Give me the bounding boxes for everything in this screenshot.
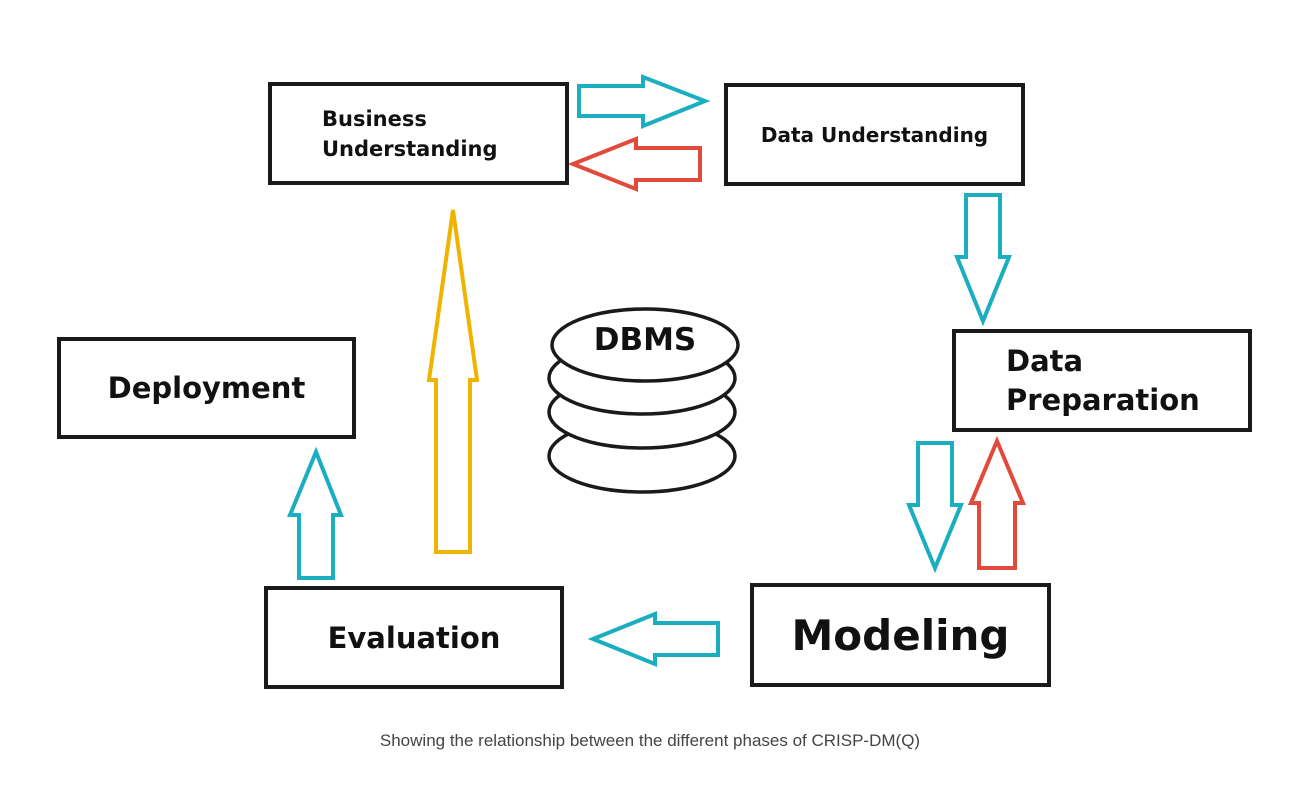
phase-data-understanding: Data Understanding — [724, 83, 1025, 186]
phase-label: Evaluation — [327, 620, 501, 655]
arrow-data-understanding-to-preparation — [954, 193, 1012, 327]
figure-caption: Showing the relationship between the dif… — [379, 731, 921, 750]
dbms-label: DBMS — [593, 322, 697, 358]
arrow-preparation-to-modeling — [906, 441, 964, 574]
arrow-modeling-to-preparation — [967, 435, 1027, 570]
phase-label: Modeling — [791, 610, 1010, 660]
arrow-evaluation-to-deployment — [287, 446, 344, 580]
phase-deployment: Deployment — [57, 337, 356, 439]
arrow-business-to-data-understanding — [577, 74, 711, 129]
phase-business-understanding: Business Understanding — [268, 82, 569, 185]
phase-data-preparation: Data Preparation — [952, 329, 1252, 432]
arrow-modeling-to-evaluation — [587, 611, 720, 667]
dbms-disk-1 — [550, 307, 740, 383]
phase-label: Deployment — [107, 371, 306, 405]
phase-evaluation: Evaluation — [264, 586, 564, 689]
arrow-evaluation-to-business — [426, 209, 480, 554]
phase-modeling: Modeling — [750, 583, 1051, 687]
phase-label: Business Understanding — [322, 106, 498, 161]
phase-label: Data Preparation — [1006, 343, 1200, 417]
dbms-cylinder-icon — [547, 307, 740, 494]
arrow-data-understanding-to-business — [567, 136, 702, 192]
phase-label: Data Understanding — [760, 122, 989, 147]
